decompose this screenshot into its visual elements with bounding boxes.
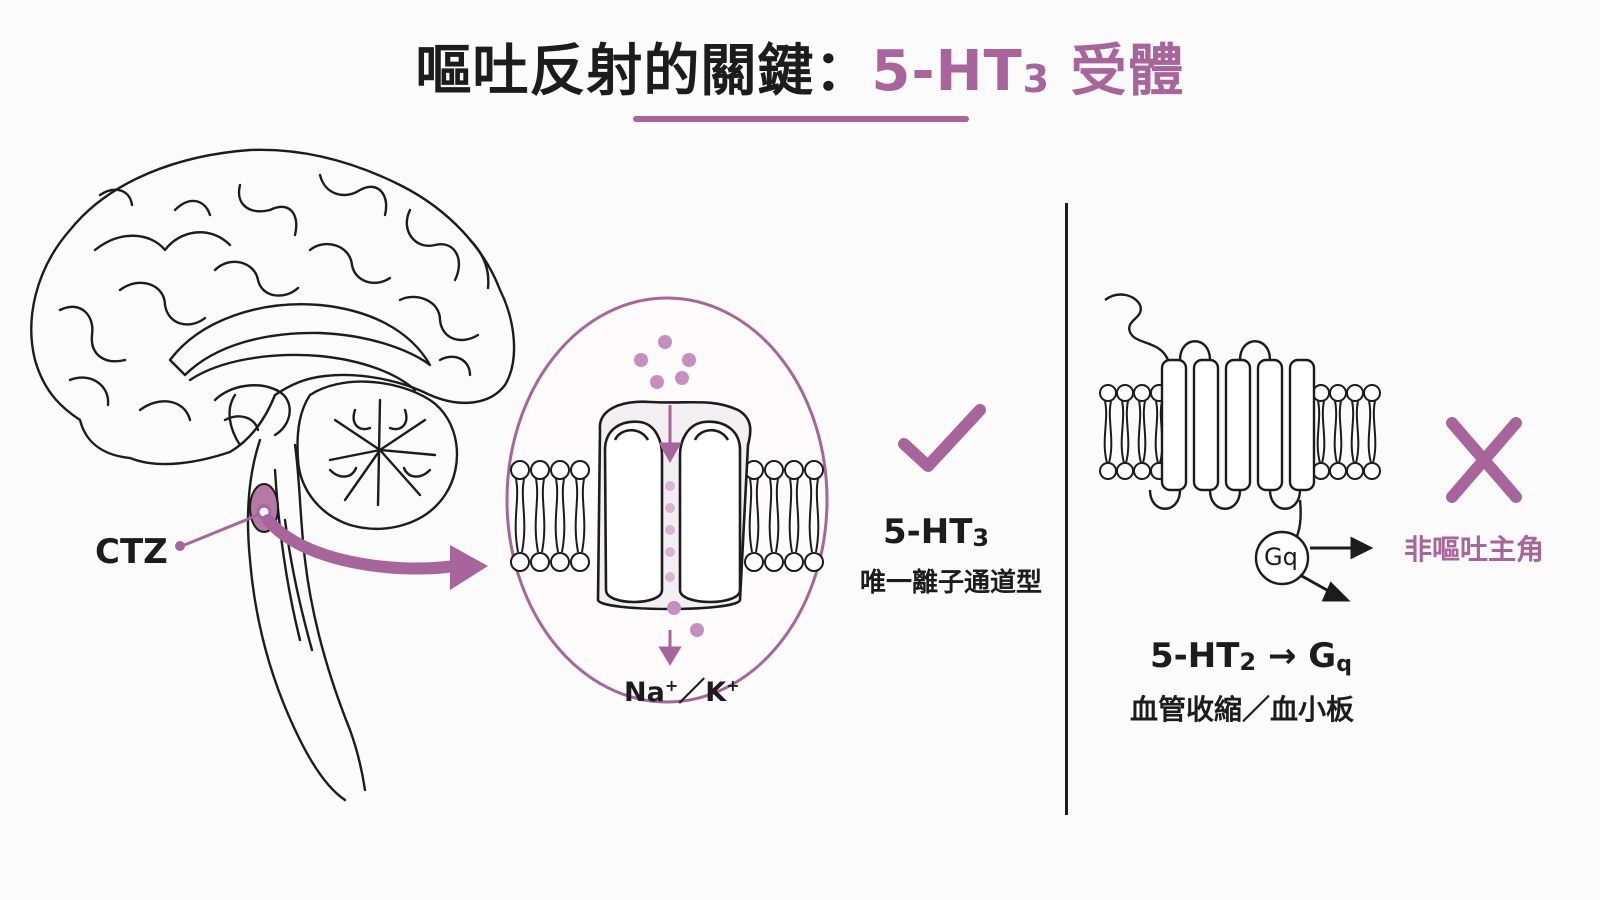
ht2-description: 血管收縮／血小板 xyxy=(1130,693,1355,726)
corpus-callosum xyxy=(168,303,432,377)
ion-label-charge-1: + xyxy=(664,676,679,695)
membrane-left xyxy=(510,460,590,572)
ion-label-k: ／K xyxy=(678,677,727,708)
ion-channel-protein xyxy=(596,400,752,611)
ht2-subscript: 2 xyxy=(1239,648,1257,676)
ctz-leader xyxy=(181,513,259,548)
membrane-right xyxy=(744,460,824,572)
arrow-head xyxy=(450,545,488,590)
divider xyxy=(1065,203,1068,815)
title-underline xyxy=(633,116,969,122)
ht3-prefix: 5-HT xyxy=(883,512,973,552)
ctz-leader-dot xyxy=(175,541,185,551)
ions xyxy=(634,335,704,637)
gq-arrows xyxy=(1299,536,1374,602)
gpcr-membrane-left xyxy=(1099,384,1168,480)
title-accent: 5-HT3 受體 xyxy=(871,39,1184,104)
cross-icon xyxy=(1446,417,1522,503)
cerebellum-outline xyxy=(296,380,459,530)
ion-label-charge-2: + xyxy=(726,676,740,695)
ion-label: Na+／K+ xyxy=(624,670,740,709)
ion-flow-arrows xyxy=(658,405,682,666)
gpcr-helices xyxy=(1104,293,1316,586)
page-title: 嘔吐反射的關鍵：5-HT3 受體 xyxy=(0,26,1600,107)
title-accent-subscript: 3 xyxy=(1022,57,1051,101)
cortex-outline xyxy=(30,148,516,466)
not-main-label: 非嘔吐主角 xyxy=(1404,533,1545,566)
gpcr-membrane-right xyxy=(1312,384,1381,480)
title-main: 嘔吐反射的關鍵： xyxy=(415,39,872,104)
check-icon xyxy=(898,404,986,472)
ctz-to-channel-arrow xyxy=(262,514,461,575)
gq-label: Gq xyxy=(1264,543,1298,571)
ht3-subscript: 3 xyxy=(972,524,990,552)
title-accent-suffix: 受體 xyxy=(1050,39,1185,104)
ht2-prefix: 5-HT xyxy=(1150,636,1240,676)
title-accent-prefix: 5-HT xyxy=(871,39,1023,104)
ion-label-na: Na xyxy=(624,677,665,708)
gq-protein xyxy=(1254,530,1310,586)
brainstem xyxy=(246,438,347,802)
ht3-receptor-label: 5-HT3 xyxy=(883,512,989,552)
ht2-coupling: Gq xyxy=(1308,636,1352,677)
ht3-description: 唯一離子通道型 xyxy=(860,568,1043,598)
ht2-coupling-subscript: q xyxy=(1336,652,1352,677)
ht2-receptor-label: 5-HT2 → Gq xyxy=(1150,636,1352,677)
ctz-label: CTZ xyxy=(95,532,168,572)
ht2-arrow: → xyxy=(1256,636,1309,676)
ht2-coupling-prefix: G xyxy=(1308,636,1337,676)
